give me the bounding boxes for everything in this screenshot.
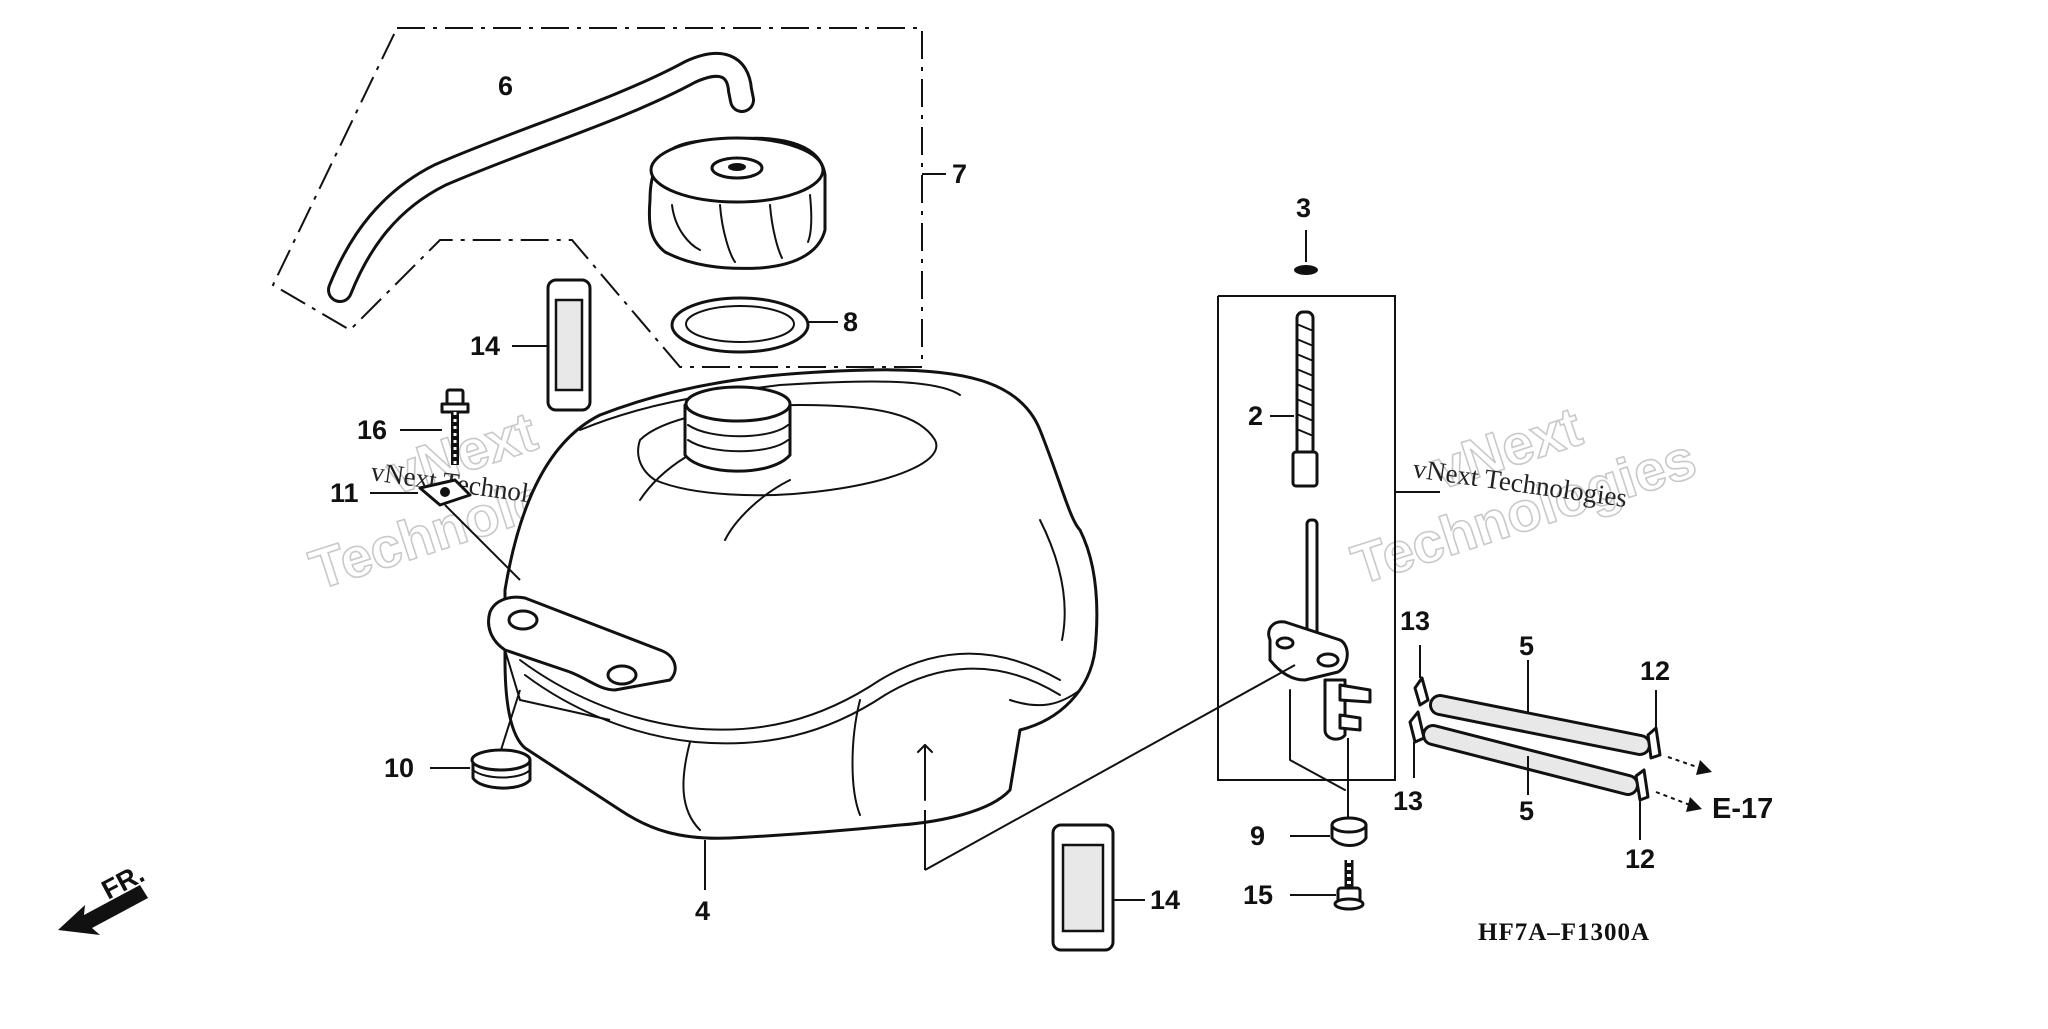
callout-5-upper: 5 bbox=[1519, 631, 1534, 661]
fuel-valve-group bbox=[1217, 295, 1440, 781]
callout-9: 9 bbox=[1250, 821, 1265, 851]
front-arrow-icon: FR. bbox=[58, 858, 149, 935]
rubber-cushion bbox=[430, 689, 532, 790]
callout-3: 3 bbox=[1296, 193, 1311, 223]
clip-13-lower bbox=[1408, 710, 1426, 778]
fuel-tank bbox=[487, 368, 1099, 890]
callout-16: 16 bbox=[357, 415, 387, 445]
cap-assembly-group bbox=[271, 27, 946, 368]
reference-arrows bbox=[1655, 756, 1712, 812]
callout-14-upper: 14 bbox=[470, 331, 500, 361]
callout-12-upper: 12 bbox=[1640, 656, 1670, 686]
fuel-cap bbox=[647, 136, 827, 270]
drawing-code: HF7A–F1300A bbox=[1478, 919, 1650, 946]
callout-4: 4 bbox=[695, 896, 710, 926]
callouts: 6 7 8 14 16 11 10 4 14 3 2 9 15 13 13 5 … bbox=[330, 71, 1670, 926]
breather-tube bbox=[327, 51, 755, 303]
fuel-tube-upper bbox=[1429, 660, 1651, 756]
callout-12-lower: 12 bbox=[1625, 844, 1655, 874]
cap-gasket bbox=[670, 296, 838, 354]
fuel-tube-lower bbox=[1422, 724, 1639, 796]
clip-12-upper bbox=[1646, 690, 1662, 760]
tank-strap-upper bbox=[512, 278, 592, 412]
washer bbox=[1290, 816, 1368, 847]
tank-strap-lower bbox=[1051, 823, 1145, 952]
bolt-15 bbox=[1290, 860, 1365, 911]
o-ring bbox=[1294, 230, 1318, 275]
watermark-right: vNext Technologies vNext Technologies bbox=[1343, 394, 1703, 598]
callout-6: 6 bbox=[498, 71, 513, 101]
callout-10: 10 bbox=[384, 753, 414, 783]
callout-2: 2 bbox=[1248, 401, 1263, 431]
reference-label: E-17 bbox=[1712, 793, 1773, 825]
bolt-16 bbox=[400, 388, 470, 465]
callout-13-upper: 13 bbox=[1400, 606, 1430, 636]
callout-11: 11 bbox=[330, 478, 359, 508]
collar-11 bbox=[370, 478, 521, 581]
strainer bbox=[1270, 310, 1319, 488]
fuel-valve bbox=[924, 518, 1372, 871]
callout-14-lower: 14 bbox=[1150, 885, 1180, 915]
clip-12-lower bbox=[1634, 768, 1650, 840]
clip-13-upper bbox=[1413, 645, 1430, 707]
callout-7: 7 bbox=[952, 159, 967, 189]
callout-15: 15 bbox=[1243, 880, 1273, 910]
callout-5-lower: 5 bbox=[1519, 796, 1534, 826]
callout-13-lower: 13 bbox=[1393, 786, 1423, 816]
callout-8: 8 bbox=[843, 307, 858, 337]
